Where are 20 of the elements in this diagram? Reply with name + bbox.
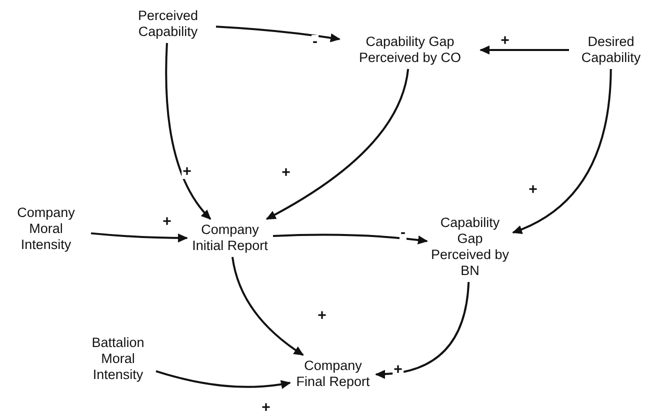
variable-label: Company Moral Intensity (4, 205, 88, 253)
variable-label: Capability Gap Perceived by CO (342, 34, 478, 66)
variable-label: Company Initial Report (190, 222, 270, 254)
polarity-sign: + (182, 165, 192, 179)
variable-label: Battalion Moral Intensity (83, 335, 153, 383)
causal-arrow (266, 68, 410, 220)
polarity-sign: + (392, 363, 404, 377)
causal-arrow (480, 46, 569, 54)
causal-arrow (156, 370, 291, 389)
variable-label: Capability Gap Perceived by BN (430, 215, 510, 279)
causal-arrow (216, 26, 340, 42)
causal-arrow (375, 282, 470, 378)
causal-arrow (90, 232, 188, 242)
variable-label: Desired Capability (572, 34, 650, 66)
causal-arrow (165, 42, 212, 220)
causal-arrow (272, 234, 428, 244)
variable-label: Company Final Report (293, 358, 373, 390)
causal-arrow (231, 256, 304, 356)
causal-arrow (512, 68, 612, 234)
variable-label: Perceived Capability (123, 8, 213, 40)
